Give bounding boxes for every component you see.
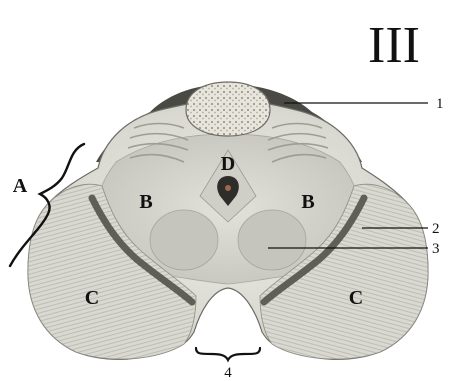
callout-4: 4 — [224, 365, 232, 381]
nucleus-left — [150, 210, 218, 270]
roman-numeral: III — [368, 17, 420, 74]
label-a: A — [13, 175, 28, 197]
label-b-left: B — [139, 191, 152, 213]
callout-1: 1 — [436, 96, 444, 112]
label-c-left: C — [85, 287, 99, 309]
label-d: D — [221, 153, 235, 175]
label-b-right: B — [301, 191, 314, 213]
brace-4 — [196, 348, 260, 360]
nucleus-right — [238, 210, 306, 270]
callout-3: 3 — [432, 241, 440, 257]
dotted-cap — [186, 82, 270, 136]
callout-2: 2 — [432, 221, 440, 237]
label-c-right: C — [349, 287, 363, 309]
canal-highlight — [225, 185, 231, 191]
